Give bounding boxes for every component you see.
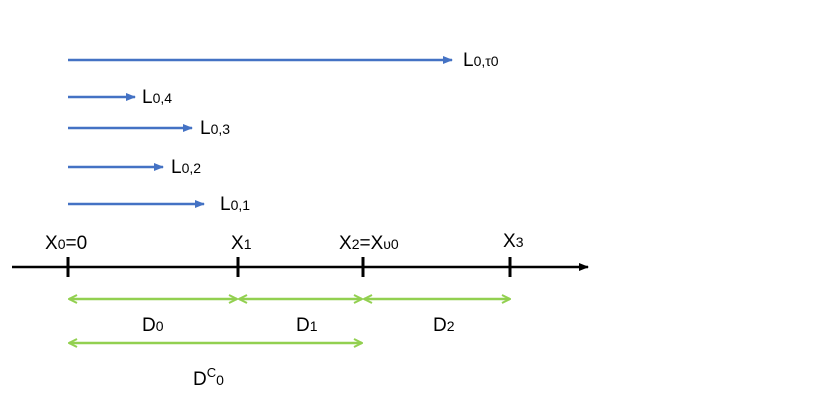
label-l0-3: L0,3 xyxy=(200,119,230,138)
label-x1: X1 xyxy=(231,234,251,253)
label-sub: 2 xyxy=(446,318,455,334)
label-sub: 1 xyxy=(309,318,318,334)
label-sub: 0,3 xyxy=(210,121,231,137)
label-l0-tau0: L0,τ0 xyxy=(463,51,499,70)
label-l0-1: L0,1 xyxy=(220,195,250,214)
label-sub2: υ0 xyxy=(383,236,399,252)
label-d2: D2 xyxy=(433,316,455,335)
label-l0-4: L0,4 xyxy=(142,88,172,107)
label-dc0: DC0 xyxy=(193,366,224,389)
label-sub: 0,τ0 xyxy=(473,53,499,69)
label-sub: 0 xyxy=(216,372,224,388)
label-sub: 0,1 xyxy=(230,197,251,213)
label-x0: X0=0 xyxy=(45,234,87,253)
label-main: D xyxy=(296,315,310,336)
label-main: L xyxy=(200,118,211,139)
label-sub: 2 xyxy=(351,236,360,252)
label-d1: D1 xyxy=(296,316,318,335)
label-rest: =0 xyxy=(65,233,88,254)
label-sub: 1 xyxy=(243,236,252,252)
label-main: X xyxy=(339,233,352,254)
label-x3: X3 xyxy=(503,232,523,251)
label-main: D xyxy=(193,369,207,390)
label-main: X xyxy=(231,233,244,254)
label-main: L xyxy=(171,157,182,178)
label-sub: 0 xyxy=(155,318,164,334)
label-sub: 0 xyxy=(57,236,66,252)
label-main: D xyxy=(433,315,447,336)
label-d0: D0 xyxy=(142,316,164,335)
label-main: D xyxy=(142,315,156,336)
label-sub: 0,2 xyxy=(181,160,202,176)
label-sup: C xyxy=(206,365,217,380)
label-main: L xyxy=(142,87,153,108)
label-main: L xyxy=(220,194,231,215)
label-rest: =X xyxy=(359,233,384,254)
label-sub: 3 xyxy=(515,234,524,250)
label-l0-2: L0,2 xyxy=(171,158,201,177)
label-sub: 0,4 xyxy=(152,90,173,106)
label-main: X xyxy=(503,231,516,252)
label-main: X xyxy=(45,233,58,254)
label-x2: X2=Xυ0 xyxy=(339,234,399,253)
label-main: L xyxy=(463,50,474,71)
